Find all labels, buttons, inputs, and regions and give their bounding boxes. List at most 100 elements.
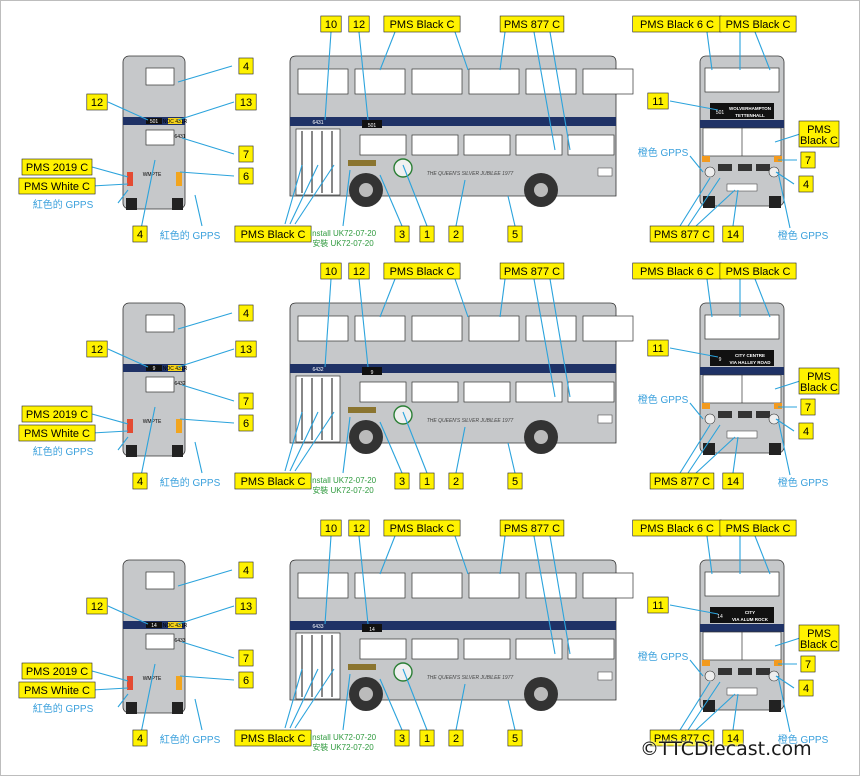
label-4-rear: 4 [238, 304, 254, 322]
label-pms-black-6-c-text: PMS Black 6 C [640, 19, 714, 31]
label-red-gpps-bottom: 紅色的 GPPS [160, 229, 221, 242]
side-lower-window [567, 134, 615, 156]
side-lower-window [359, 381, 407, 403]
grille-mid [738, 668, 752, 675]
callout-line [689, 402, 704, 420]
jubilee-text: THE QUEEN'S SILVER JUBILEE 1977 [427, 171, 514, 177]
label-pms-black-c-doors-box [234, 472, 312, 490]
label-7-front-text: 7 [805, 402, 811, 414]
label-pms-877-c-bottom: PMS 877 C [649, 225, 715, 243]
label-red-gpps-bottom: 紅色的 GPPS [160, 733, 221, 746]
callout-line [775, 418, 795, 432]
label-pms-black-c-doors-box [234, 729, 312, 747]
callout-line [177, 65, 233, 83]
callout-line [379, 421, 403, 474]
label-7-front-box [800, 655, 816, 673]
side-route-number: 501 [368, 123, 377, 129]
label-pms-black-c-top: PMS Black C [383, 519, 461, 537]
label-6-rear-box [238, 414, 254, 432]
front-blue-band [700, 120, 784, 128]
callout-line [91, 430, 129, 434]
label-pms-black-c-2-box [798, 120, 840, 148]
callout-line [777, 418, 791, 476]
callout-line [455, 179, 466, 227]
callout-line [294, 668, 335, 729]
label-pms-877-c-top-box [499, 262, 565, 280]
label-14: 14 [722, 729, 744, 747]
callout-line [402, 411, 428, 474]
side-plate [597, 414, 613, 424]
rear-wheel-left [126, 702, 137, 714]
label-4-front: 4 [798, 679, 814, 697]
callout-line [179, 675, 235, 681]
callout-line [194, 441, 203, 474]
label-4-rear: 4 [238, 57, 254, 75]
side-lower-window [567, 381, 615, 403]
label-7-front-text: 7 [805, 155, 811, 167]
callout-line [294, 164, 335, 225]
side-route-box [362, 624, 382, 632]
callout-line [533, 278, 556, 398]
side-upper-window [354, 68, 406, 95]
callout-line [669, 604, 719, 615]
label-pms-black-6-c: PMS Black 6 C [632, 262, 722, 280]
callout-line [454, 31, 469, 71]
callout-line [754, 278, 771, 318]
jubilee-text: THE QUEEN'S SILVER JUBILEE 1977 [427, 418, 514, 424]
callout-line [669, 347, 719, 358]
label-11: 11 [647, 596, 669, 614]
jubilee-crest [393, 662, 413, 682]
callout-line [294, 411, 335, 472]
label-5: 5 [507, 729, 523, 747]
label-10-box [320, 519, 342, 537]
side-upper-window [582, 315, 634, 342]
side-lower-window [411, 638, 459, 660]
label-4-front: 4 [798, 175, 814, 193]
label-3-box [394, 472, 410, 490]
label-12-side-box [348, 15, 370, 33]
side-lower-window [359, 638, 407, 660]
label-13-rear-box [235, 597, 257, 615]
label-2-text: 2 [453, 476, 459, 488]
rear-fleet-number: 6431 [174, 134, 185, 140]
label-pms-black-c-front-text: PMS Black C [726, 523, 791, 535]
callout-line [289, 668, 319, 729]
callout-line [194, 698, 203, 731]
label-10: 10 [320, 15, 342, 33]
label-6-rear: 6 [238, 167, 254, 185]
label-13-rear-text: 13 [240, 601, 252, 613]
label-2-box [448, 729, 464, 747]
label-pms-white-c-text: PMS White C [24, 685, 90, 697]
label-pms-2019-c-text: PMS 2019 C [26, 162, 88, 174]
rear-route-box [146, 622, 162, 628]
label-7-front-text: 7 [805, 659, 811, 671]
label-3: 3 [394, 225, 410, 243]
label-3-box [394, 225, 410, 243]
label-4-front-box [798, 422, 814, 440]
label-pms-black-c-top-box [383, 519, 461, 537]
label-pms-white-c-box [18, 424, 96, 442]
rear-route-box [146, 365, 162, 371]
install-text-zh: 安裝 UK72-07-20 [312, 238, 374, 248]
label-4-rear-box [238, 304, 254, 322]
side-route-number: 14 [369, 627, 375, 633]
rear-plate-text: NOC 431R [163, 366, 188, 372]
rear-hub [534, 687, 548, 701]
label-pms-black-c-front-text: PMS Black C [726, 266, 791, 278]
label-12-side: 12 [348, 519, 370, 537]
callout-line [777, 675, 791, 733]
callout-line [379, 278, 396, 318]
label-2-text: 2 [453, 229, 459, 241]
label-1-text: 1 [424, 476, 430, 488]
callout-line [774, 637, 801, 647]
label-pms-877-c-top-text: PMS 877 C [504, 19, 560, 31]
label-10-box [320, 262, 342, 280]
label-pms-877-c-bottom-text: PMS 877 C [654, 476, 710, 488]
label-7-front: 7 [800, 655, 816, 673]
label-6-rear-text: 6 [243, 171, 249, 183]
callout-line [754, 535, 771, 575]
indicator-left [702, 403, 710, 409]
label-pms-2019-c-box [21, 662, 93, 680]
